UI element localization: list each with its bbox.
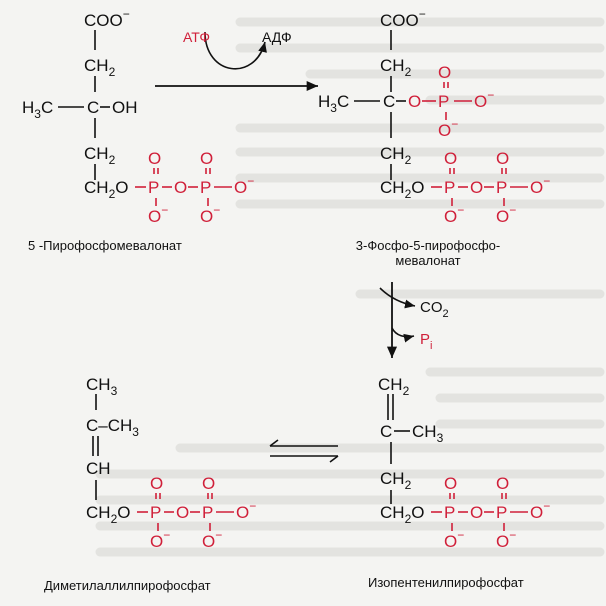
svg-text:P: P	[150, 503, 161, 522]
svg-text:C: C	[380, 422, 392, 441]
svg-text:P: P	[444, 178, 455, 197]
svg-text:P: P	[444, 503, 455, 522]
svg-text:CH2: CH2	[378, 375, 410, 398]
pyrophosphate-group-3: P O O− O P O O− O−	[431, 474, 550, 551]
reaction-arrow-phosphorylation	[155, 31, 318, 92]
molecule-phosphopyrophosphomevalonate: COO− CH2 H3C C O P O O− O− CH2 CH2O P O	[318, 7, 550, 226]
svg-text:CH3: CH3	[86, 375, 118, 398]
svg-text:O−: O−	[438, 117, 458, 140]
svg-text:O−: O−	[530, 174, 550, 197]
svg-text:P: P	[200, 178, 211, 197]
methylene-group: CH2	[84, 56, 116, 79]
svg-text:O: O	[202, 474, 215, 493]
svg-text:O−: O−	[444, 528, 464, 551]
molecule-pyrophosphomevalonate: COO− CH2 H3C C OH CH2 CH2O P O O− O P O …	[22, 7, 254, 226]
carboxylate-group: COO−	[84, 7, 130, 30]
atp-label: АТФ	[183, 29, 210, 45]
svg-text:CH2O: CH2O	[86, 503, 130, 526]
svg-text:O: O	[408, 92, 421, 111]
svg-text:O: O	[150, 474, 163, 493]
phosphate-group-c3: O P O O− O−	[408, 63, 494, 140]
svg-text:O: O	[496, 149, 509, 168]
quaternary-carbon: C	[87, 98, 99, 117]
label-pyrophosphomevalonate: 5 -Пирофосфомевалонат	[28, 238, 182, 253]
pi-label: Pi	[420, 331, 432, 352]
svg-text:CH2: CH2	[380, 469, 412, 492]
equilibrium-arrows	[269, 439, 339, 463]
svg-text:O−: O−	[200, 203, 220, 226]
svg-text:O: O	[176, 503, 189, 522]
adp-label: АДФ	[262, 29, 292, 45]
pyrophosphate-group: P O O− O P O O− O−	[135, 149, 254, 226]
svg-text:C: C	[383, 92, 395, 111]
svg-text:CH2: CH2	[380, 144, 412, 167]
svg-text:O: O	[470, 178, 483, 197]
svg-text:CH2O: CH2O	[380, 503, 424, 526]
svg-text:O: O	[148, 149, 161, 168]
svg-text:O: O	[496, 474, 509, 493]
methyl-group: H3C	[22, 98, 53, 121]
svg-text:P: P	[438, 92, 449, 111]
svg-text:P: P	[496, 503, 507, 522]
svg-text:O−: O−	[474, 88, 494, 111]
svg-text:C–CH3: C–CH3	[86, 416, 139, 439]
background-text-decoration	[95, 17, 605, 557]
svg-text:P: P	[496, 178, 507, 197]
svg-text:O−: O−	[234, 174, 254, 197]
svg-text:CH2O: CH2O	[380, 178, 424, 201]
co2-label: CO2	[420, 299, 449, 320]
svg-text:O−: O−	[444, 203, 464, 226]
svg-text:O−: O−	[530, 499, 550, 522]
svg-text:O: O	[444, 149, 457, 168]
svg-text:O−: O−	[496, 203, 516, 226]
label-line-2: мевалонат	[395, 253, 461, 268]
svg-text:O−: O−	[148, 203, 168, 226]
svg-text:O: O	[200, 149, 213, 168]
svg-text:O−: O−	[202, 528, 222, 551]
svg-text:COO−: COO−	[380, 7, 426, 30]
label-dimethylallyl-pp: Диметилаллилпирофосфат	[44, 578, 211, 593]
label-phosphopyrophosphomevalonate: 3-Фосфо-5-пирофосфо- мевалонат	[328, 238, 528, 268]
svg-text:O: O	[444, 474, 457, 493]
svg-text:O: O	[174, 178, 187, 197]
svg-text:CH3: CH3	[412, 422, 444, 445]
reaction-arrow-decarboxylation	[379, 282, 416, 358]
pyrophosphate-group-2: P O O− O P O O− O−	[431, 149, 550, 226]
pyrophosphate-group-4: P O O− O P O O− O−	[137, 474, 256, 551]
hydroxyl-group: OH	[112, 98, 138, 117]
ch2o-group: CH2O	[84, 178, 128, 201]
svg-text:O−: O−	[236, 499, 256, 522]
label-isopentenyl-pp: Изопентенилпирофосфат	[368, 575, 524, 590]
svg-text:O−: O−	[496, 528, 516, 551]
svg-text:O−: O−	[150, 528, 170, 551]
molecule-isopentenyl-pp: CH2 C CH3 CH2 CH2O P O O− O P O O− O−	[378, 375, 550, 551]
svg-text:CH2: CH2	[380, 56, 412, 79]
molecule-dimethylallyl-pp: CH3 C–CH3 CH CH2O P O O− O P O O− O−	[86, 375, 256, 551]
label-line-1: 3-Фосфо-5-пирофосфо-	[355, 238, 501, 253]
svg-text:O: O	[438, 63, 451, 82]
methylene-group-2: CH2	[84, 144, 116, 167]
svg-text:P: P	[148, 178, 159, 197]
svg-text:P: P	[202, 503, 213, 522]
svg-text:O: O	[470, 503, 483, 522]
svg-text:H3C: H3C	[318, 92, 349, 115]
ch-group: CH	[86, 459, 111, 478]
